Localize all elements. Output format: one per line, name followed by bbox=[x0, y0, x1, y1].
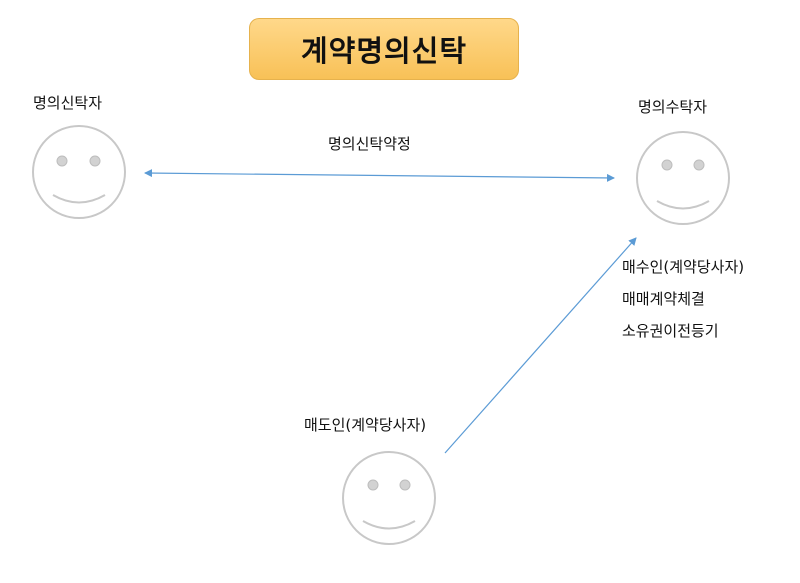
trustee-label: 명의수탁자 bbox=[638, 98, 708, 116]
truster-label: 명의신탁자 bbox=[33, 94, 103, 112]
seller-face-icon bbox=[342, 451, 436, 545]
sale-arrow bbox=[444, 237, 637, 454]
truster-face-icon bbox=[32, 125, 126, 219]
trustee-face-icon bbox=[636, 131, 730, 225]
trust-agreement-label: 명의신탁약정 bbox=[328, 135, 411, 153]
trustee-roles: 매수인(계약당사자) 매매계약체결 소유권이전등기 bbox=[622, 251, 744, 347]
trustee-role-contract: 매매계약체결 bbox=[622, 290, 705, 308]
trustee-role-registration: 소유권이전등기 bbox=[622, 322, 719, 340]
title-box: 계약명의신탁 bbox=[249, 18, 519, 80]
seller-label: 매도인(계약당사자) bbox=[304, 416, 427, 434]
trustee-role-buyer: 매수인(계약당사자) bbox=[622, 258, 745, 276]
diagram-title: 계약명의신탁 bbox=[300, 34, 468, 68]
trust-agreement-arrow bbox=[144, 169, 615, 182]
